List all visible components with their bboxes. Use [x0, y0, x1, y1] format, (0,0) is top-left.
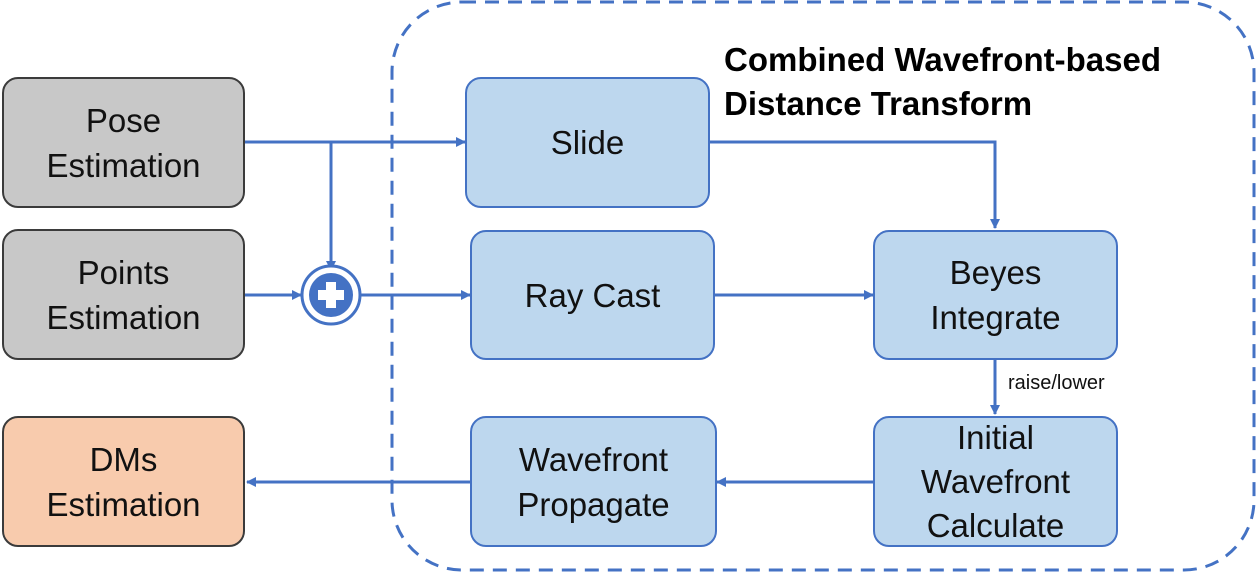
initial-wavefront-box: Initial Wavefront Calculate — [873, 416, 1118, 547]
points-estimation-line1: Points — [77, 253, 170, 291]
pose-estimation-box: Pose Estimation — [2, 77, 245, 208]
ray-cast-box: Ray Cast — [470, 230, 715, 360]
slide-label: Slide — [550, 124, 625, 161]
pose-estimation-line1: Pose — [85, 101, 162, 139]
initial-wavefront-line1: Initial — [956, 418, 1035, 456]
initial-wavefront-line2: Wavefront — [920, 462, 1071, 500]
wavefront-propagate-box: Wavefront Propagate — [470, 416, 717, 547]
ray-cast-label: Ray Cast — [524, 276, 661, 314]
slide-box: Slide — [465, 77, 710, 208]
points-estimation-line2: Estimation — [46, 298, 201, 336]
raise-lower-label: raise/lower — [1008, 372, 1105, 394]
group-title: Combined Wavefront-based Distance Transf… — [724, 38, 1161, 126]
group-title-line2: Distance Transform — [724, 85, 1033, 122]
dms-estimation-box: DMs Estimation — [2, 416, 245, 547]
beyes-integrate-line2: Integrate — [930, 299, 1061, 336]
dms-estimation-line2: Estimation — [46, 485, 201, 523]
plus-circle-icon — [300, 264, 362, 326]
initial-wavefront-line3: Calculate — [926, 506, 1065, 544]
edge-slide-to-integrate — [710, 140, 1000, 229]
wavefront-propagate-line1: Wavefront — [518, 440, 669, 478]
beyes-integrate-line1: Beyes — [949, 254, 1042, 291]
group-title-line1: Combined Wavefront-based — [724, 41, 1161, 78]
beyes-integrate-box: Beyes Integrate — [873, 230, 1118, 360]
pose-estimation-line2: Estimation — [46, 146, 201, 184]
wavefront-propagate-line2: Propagate — [517, 485, 670, 523]
dms-estimation-line1: DMs — [89, 440, 158, 478]
points-estimation-box: Points Estimation — [2, 229, 245, 360]
group-boundary — [390, 0, 1256, 572]
